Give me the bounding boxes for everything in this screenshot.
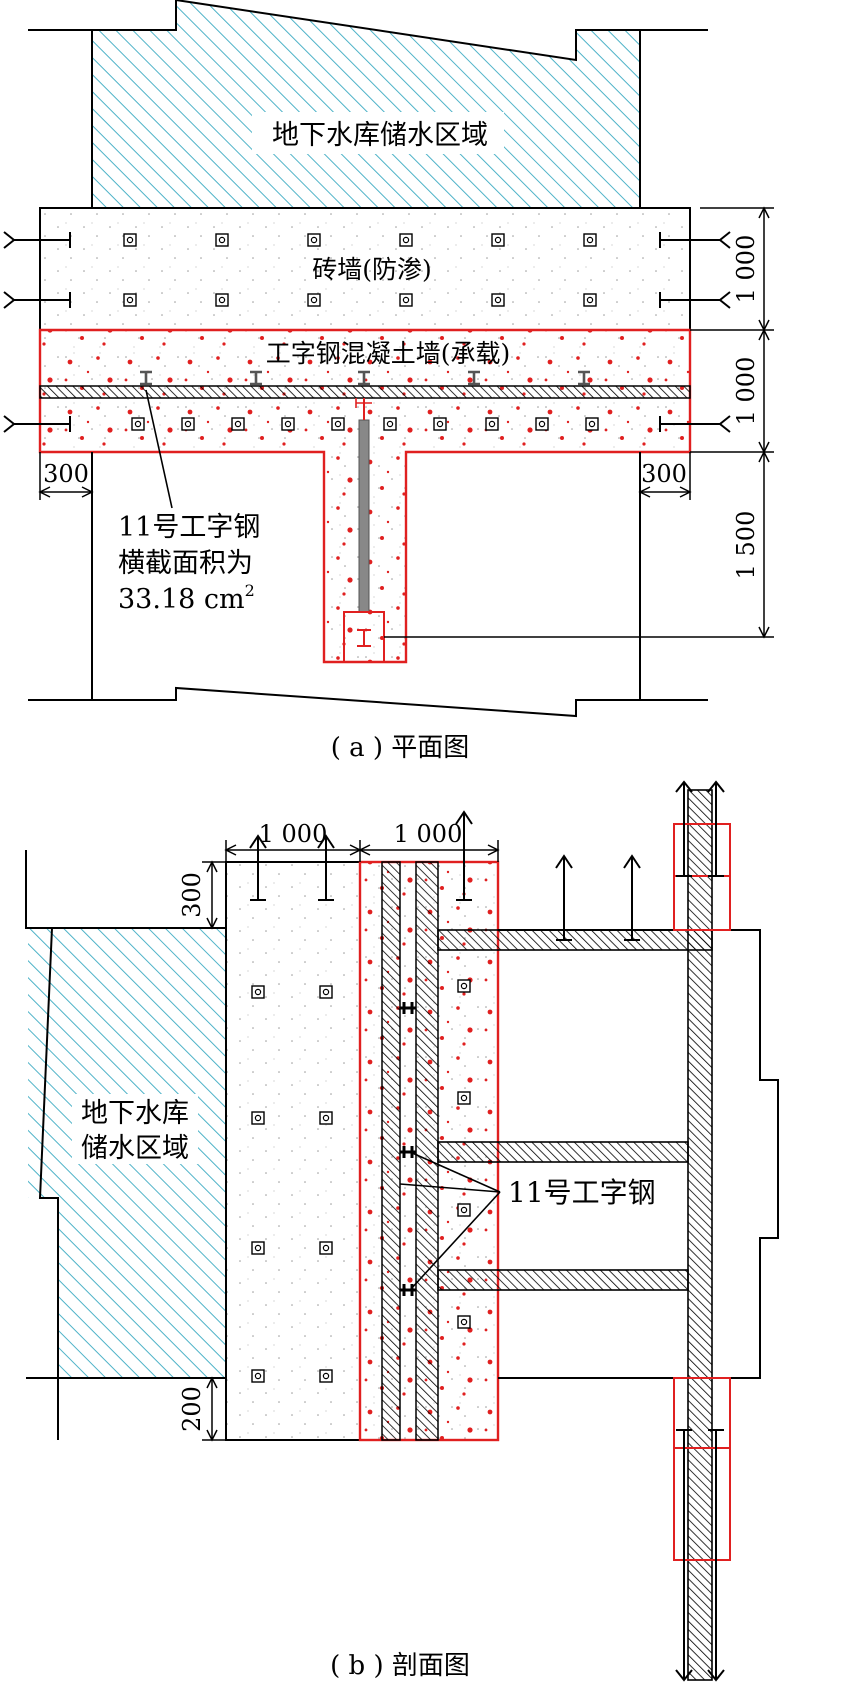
plan-callout-line2: 横截面积为	[118, 548, 253, 579]
section-caption: ( b ) 剖面图	[330, 1651, 470, 1681]
section-view: 地下水库 储水区域	[25, 780, 779, 1682]
section-reservoir-line2: 储水区域	[81, 1133, 189, 1164]
section-callout-label: 11号工字钢	[508, 1176, 656, 1209]
plan-brick-wall	[39, 207, 691, 331]
plan-caption: ( a ) 平面图	[331, 733, 470, 763]
plan-brick-tie-rods	[3, 231, 731, 309]
plan-reservoir-label: 地下水库储水区域	[272, 120, 488, 151]
section-brick-wall	[225, 861, 361, 1441]
section-dim-concrete: 1 000	[394, 820, 463, 848]
plan-view: 地下水库储水区域 砖墙(防渗) 工字钢混凝土墙(承载)	[3, 0, 774, 763]
section-top-dimensions	[224, 840, 500, 862]
section-left-dimensions	[202, 860, 226, 1442]
section-frame-tie-rods	[555, 780, 725, 1682]
plan-callout-line1: 11号工字钢	[118, 512, 260, 543]
section-brick-tie-rods	[249, 834, 335, 901]
section-frame	[437, 789, 779, 1681]
plan-side-dimensions	[38, 452, 692, 500]
plan-stub-column	[358, 419, 370, 613]
plan-steel-plate	[39, 385, 691, 399]
section-ibeams	[400, 1002, 416, 1296]
plan-dim-concrete: 1 000	[732, 357, 760, 426]
section-reservoir-line1: 地下水库	[81, 1098, 189, 1129]
section-concrete-tie-rod	[455, 810, 473, 901]
plan-callout-leader	[145, 389, 173, 509]
plan-concrete-label: 工字钢混凝土墙(承载)	[266, 339, 511, 368]
plan-right-dimensions	[384, 206, 774, 639]
section-steel-plate-2	[415, 861, 439, 1441]
section-dim-brick: 1 000	[259, 820, 328, 848]
section-dim-top: 300	[178, 872, 206, 918]
plan-dim-left: 300	[43, 460, 89, 488]
plan-concrete-tie-rods	[3, 415, 731, 433]
section-dim-bottom: 200	[178, 1386, 206, 1432]
section-steel-plate-1	[381, 861, 401, 1441]
plan-dim-brick: 1 000	[732, 235, 760, 304]
plan-lower-walls	[91, 452, 641, 718]
plan-reservoir	[91, 0, 641, 209]
plan-dim-stub: 1 500	[732, 511, 760, 580]
plan-brick-label: 砖墙(防渗)	[312, 255, 432, 284]
section-callout-leaders	[399, 1151, 501, 1291]
plan-dim-right: 300	[641, 460, 687, 488]
plan-callout-line3: 33.18 cm2	[118, 581, 255, 615]
